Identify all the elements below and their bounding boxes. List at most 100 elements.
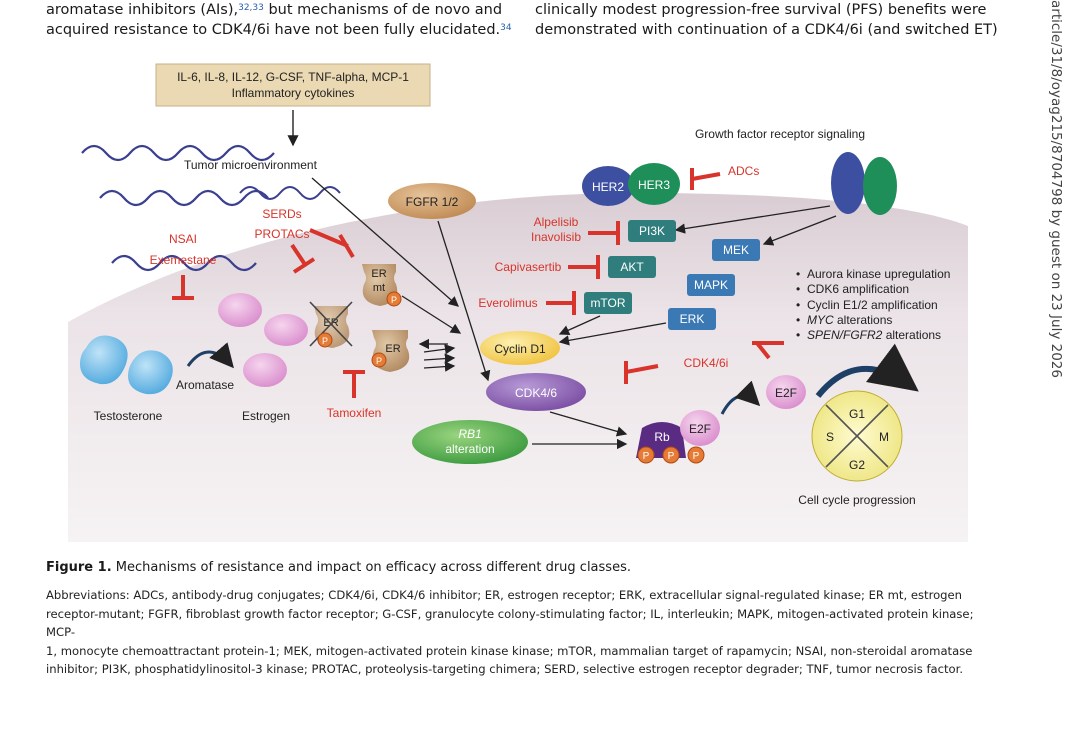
rb1-alteration bbox=[412, 420, 528, 464]
e2f-free bbox=[766, 375, 806, 409]
er-mutant-receptor: ER mt P bbox=[362, 264, 402, 307]
akt-inhibitor-icon bbox=[568, 255, 600, 279]
inavolisib-label: Inavolisib bbox=[531, 230, 581, 244]
body-text-line: aromatase inhibitors (AIs),32,33 but mec… bbox=[46, 0, 506, 20]
growth-factor-title: Growth factor receptor signaling bbox=[695, 127, 865, 141]
erk-arrow bbox=[558, 322, 667, 346]
her3-label: HER3 bbox=[638, 178, 670, 192]
rb1-label: RB1 bbox=[458, 427, 481, 441]
er-signal-arrows bbox=[418, 338, 456, 372]
gfr-to-pi3k-arrow bbox=[674, 205, 831, 234]
figure-caption: Figure 1. Mechanisms of resistance and i… bbox=[46, 560, 1006, 575]
g2-label: G2 bbox=[849, 458, 865, 472]
e2f-bound bbox=[680, 410, 720, 446]
bullet-text: CDK6 amplification bbox=[807, 282, 909, 296]
bullet-text-myc: MYC alterations bbox=[807, 313, 892, 327]
cytokines-list: IL-6, IL-8, IL-12, G-CSF, TNF-alpha, MCP… bbox=[177, 70, 409, 84]
her2-receptor bbox=[582, 166, 634, 206]
phospho-label: P bbox=[322, 336, 328, 346]
cell-cycle-label: Cell cycle progression bbox=[798, 493, 915, 507]
estrogen-label: Estrogen bbox=[242, 409, 290, 423]
akt-box bbox=[608, 256, 656, 278]
bullet-rest: alterations bbox=[882, 328, 941, 342]
cytokines-title: Inflammatory cytokines bbox=[232, 86, 355, 100]
abbreviations-line: inhibitor; PI3K, phosphatidylinositol-3 … bbox=[46, 662, 964, 676]
figure-1: IL-6, IL-8, IL-12, G-CSF, TNF-alpha, MCP… bbox=[60, 58, 970, 542]
fgfr-label: FGFR 1/2 bbox=[406, 195, 459, 209]
rb-label: Rb bbox=[654, 430, 670, 444]
mtor-inhibitor-icon bbox=[546, 291, 576, 315]
nsai-label: NSAI bbox=[169, 232, 197, 246]
mapk-box bbox=[687, 274, 735, 296]
exemestane-label: Exemestane bbox=[150, 253, 217, 267]
body-text-line: demonstrated with continuation of a CDK4… bbox=[535, 22, 998, 38]
cdk46-label: CDK4/6 bbox=[515, 386, 557, 400]
er-label: ER bbox=[385, 343, 400, 355]
resistance-bullet-list: • Aurora kinase upregulation • CDK6 ampl… bbox=[796, 267, 950, 342]
body-text-line: clinically modest progression-free survi… bbox=[535, 2, 987, 18]
body-text-left-column: aromatase inhibitors (AIs),32,33 but mec… bbox=[46, 0, 512, 40]
text-span: aromatase inhibitors (AIs), bbox=[46, 2, 239, 18]
capivasertib-label: Capivasertib bbox=[495, 260, 562, 274]
er-mt-label-1: ER bbox=[371, 268, 386, 280]
adcs-inhibitor-icon bbox=[690, 168, 721, 190]
phospho-label: P bbox=[643, 451, 650, 462]
citation-link[interactable]: 32,33 bbox=[238, 3, 264, 13]
pi3k-label: PI3K bbox=[639, 224, 665, 238]
phospho-label: P bbox=[391, 295, 397, 305]
abbreviations-line: receptor-mutant; FGFR, fibroblast growth… bbox=[46, 606, 974, 640]
rb-phospho-groups: P P P bbox=[637, 446, 705, 464]
bullet-text-spen: SPEN/FGFR2 alterations bbox=[807, 328, 941, 342]
bullet-marker: • bbox=[796, 298, 800, 312]
cytokine-strand bbox=[239, 186, 341, 200]
alpelisib-label: Alpelisib bbox=[534, 215, 579, 229]
protacs-label: PROTACs bbox=[254, 227, 309, 241]
italic-gene: SPEN/FGFR2 bbox=[807, 328, 883, 342]
cell-membrane bbox=[68, 192, 968, 542]
protacs-inhibitor-icon bbox=[309, 228, 355, 259]
gfr-to-mek-arrow bbox=[762, 215, 837, 246]
erk-box bbox=[668, 308, 716, 330]
serds-label: SERDs bbox=[262, 207, 301, 221]
nsai-inhibitor-icon bbox=[172, 275, 194, 300]
mtor-label: mTOR bbox=[590, 296, 625, 310]
body-text-right-column: clinically modest progression-free survi… bbox=[535, 0, 998, 40]
testosterone-label: Testosterone bbox=[94, 409, 163, 423]
figure-caption-label: Figure 1. bbox=[46, 560, 112, 575]
cdk46i-inhibitor-icon bbox=[624, 361, 659, 384]
erk-label: ERK bbox=[680, 312, 705, 326]
cyclin-d1 bbox=[480, 331, 560, 365]
mek-box bbox=[712, 239, 760, 261]
body-text-line: acquired resistance to CDK4/6i have not … bbox=[46, 20, 512, 40]
abbreviations-line: 1, monocyte chemoattractant protein-1; M… bbox=[46, 643, 973, 658]
estrogen-molecules bbox=[218, 293, 308, 387]
citation-link[interactable]: 34 bbox=[500, 23, 512, 33]
serds-inhibitor-icon bbox=[290, 243, 316, 274]
mtor-box bbox=[584, 292, 632, 314]
aromatase-arrow bbox=[186, 342, 234, 369]
abbreviations-block: Abbreviations: ADCs, antibody-drug conju… bbox=[46, 586, 996, 679]
resistance-mechanisms-diagram: IL-6, IL-8, IL-12, G-CSF, TNF-alpha, MCP… bbox=[68, 63, 968, 542]
cell-cycle-arrow bbox=[815, 343, 919, 398]
cytokine-strand bbox=[99, 189, 269, 207]
rb1-alteration-label: alteration bbox=[445, 442, 494, 456]
growth-factor-receptor-green bbox=[863, 157, 897, 215]
akt-label: AKT bbox=[620, 260, 644, 274]
phospho-label: P bbox=[668, 451, 675, 462]
side-download-note: article/31/8/oyag215/8704798 by guest on… bbox=[1048, 0, 1068, 380]
pi3k-box bbox=[628, 220, 676, 242]
bullet-marker: • bbox=[796, 328, 800, 342]
testosterone-molecule bbox=[80, 335, 173, 395]
bullet-marker: • bbox=[796, 313, 800, 327]
everolimus-label: Everolimus bbox=[478, 296, 537, 310]
cytokines-box bbox=[155, 63, 431, 107]
e2f-bound-label: E2F bbox=[689, 422, 711, 436]
tamoxifen-inhibitor-icon bbox=[343, 370, 365, 398]
adcs-label: ADCs bbox=[728, 164, 759, 178]
phospho-label: P bbox=[693, 451, 700, 462]
mapk-label: MAPK bbox=[694, 278, 728, 292]
e2f-release-arrow bbox=[720, 380, 761, 415]
mek-label: MEK bbox=[723, 243, 749, 257]
tumor-microenvironment-label: Tumor microenvironment bbox=[184, 158, 318, 172]
cyclin-d1-label: Cyclin D1 bbox=[494, 342, 546, 356]
